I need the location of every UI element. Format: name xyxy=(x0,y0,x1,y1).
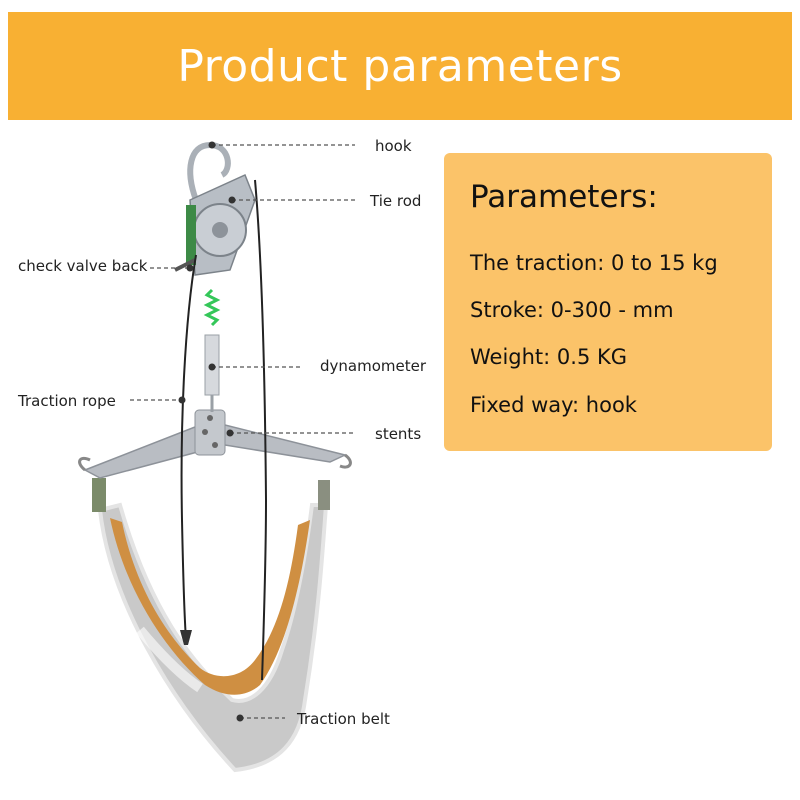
callout-lines xyxy=(130,144,355,719)
param-stroke: Stroke: 0-300 - mm xyxy=(470,298,674,322)
callout-check-valve: check valve back xyxy=(18,257,148,275)
param-weight: Weight: 0.5 KG xyxy=(470,345,628,369)
parameters-heading: Parameters: xyxy=(470,179,658,215)
stents-bar-graphic xyxy=(78,409,352,479)
callout-stents: stents xyxy=(375,425,422,443)
parameters-panel: Parameters: The traction: 0 to 15 kg Str… xyxy=(444,153,772,451)
callout-dots xyxy=(178,141,244,722)
pulley-hook-graphic xyxy=(174,141,256,276)
callout-traction-belt: Traction belt xyxy=(297,710,390,728)
dynamometer-graphic xyxy=(203,288,221,412)
param-traction: The traction: 0 to 15 kg xyxy=(470,251,718,275)
page-title: Product parameters xyxy=(177,40,623,92)
header-banner: Product parameters xyxy=(8,12,792,120)
callout-hook: hook xyxy=(375,137,412,155)
callout-tie-rod: Tie rod xyxy=(370,192,422,210)
param-fixed-way: Fixed way: hook xyxy=(470,393,637,417)
callout-dynamometer: dynamometer xyxy=(320,357,427,375)
callout-traction-rope: Traction rope xyxy=(18,392,116,410)
traction-belt-graphic xyxy=(92,478,330,773)
traction-rope-graphic xyxy=(180,179,268,681)
